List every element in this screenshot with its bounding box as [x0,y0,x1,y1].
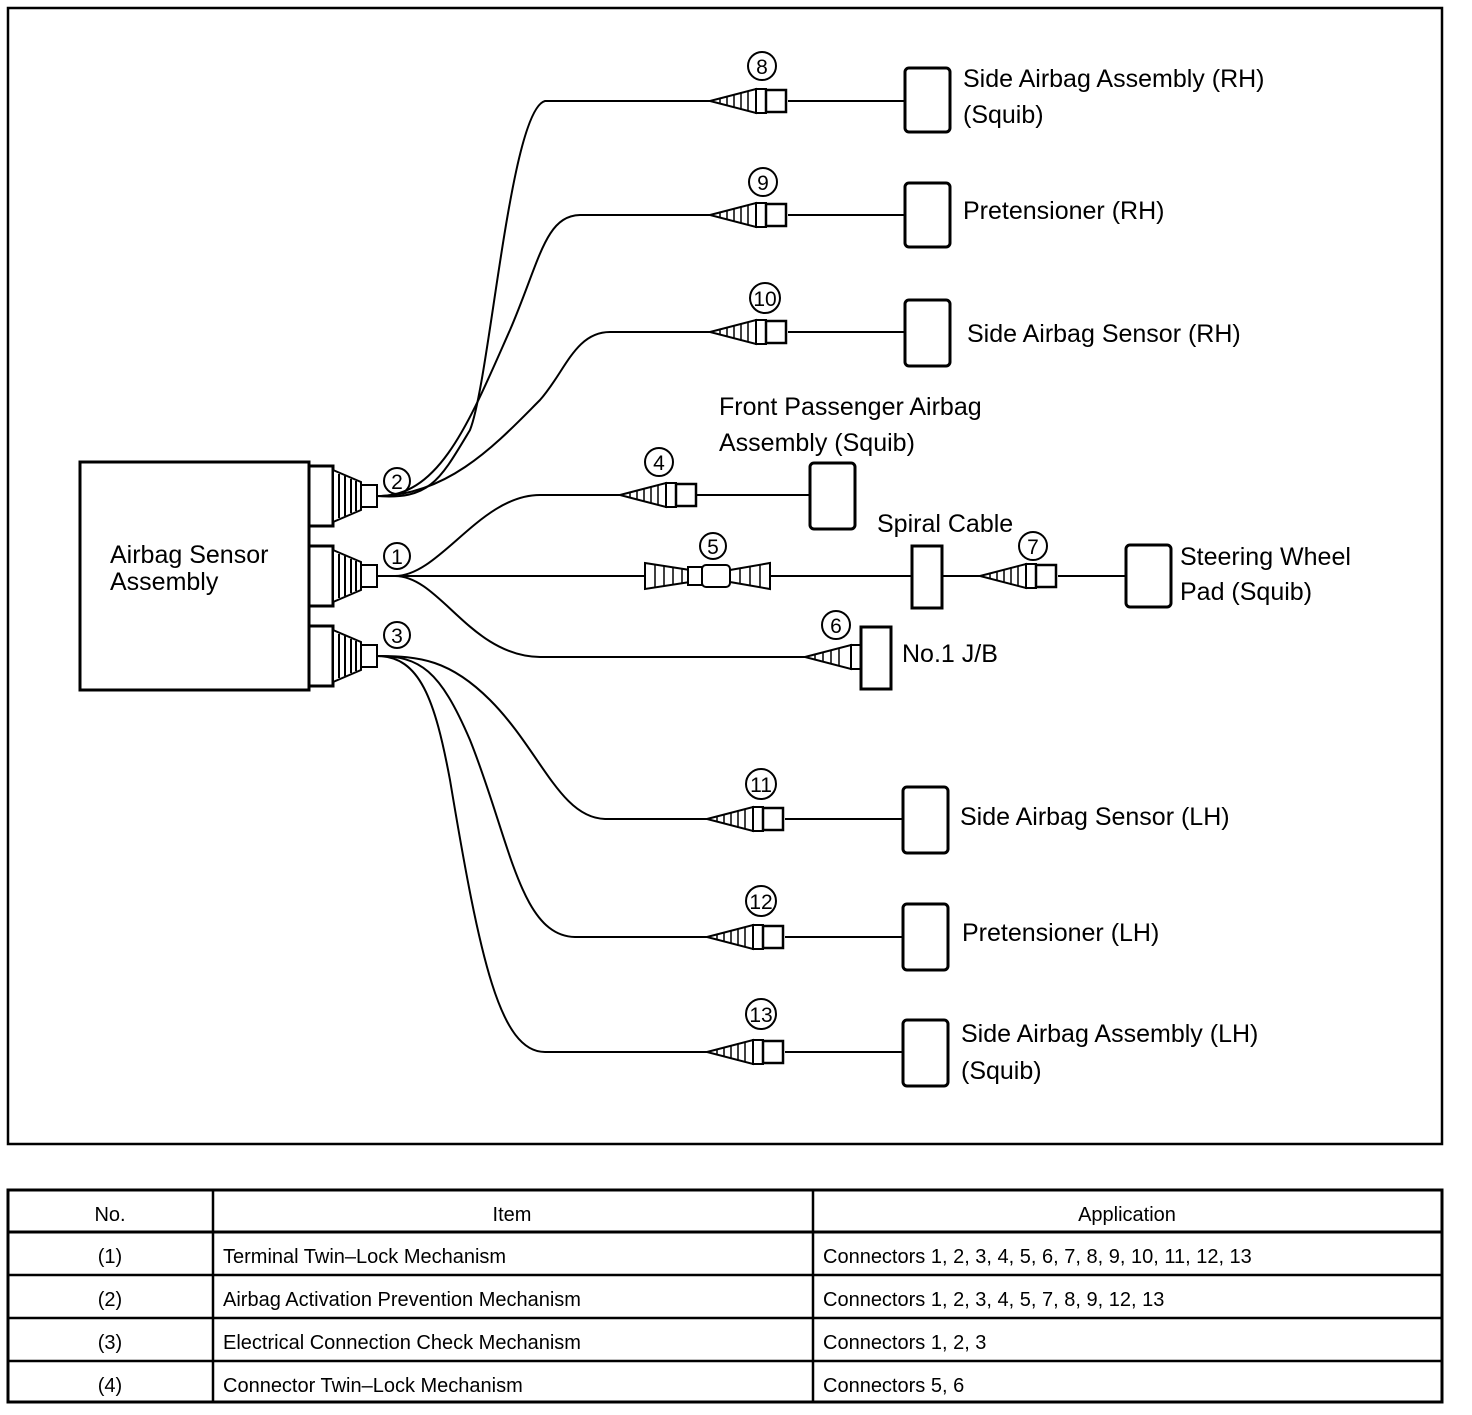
front-passenger-label-1: Front Passenger Airbag [719,393,982,421]
side-airbag-lh-box [901,1018,950,1088]
side-sensor-rh-label: Side Airbag Sensor (RH) [967,320,1241,348]
connector-number-7: 7 [1027,536,1039,559]
side-sensor-lh-box [901,785,950,855]
table-row-3-item: Electrical Connection Check Mechanism [223,1332,581,1354]
side-airbag-lh-label-1: Side Airbag Assembly (LH) [961,1020,1258,1048]
connector-number-2: 2 [391,471,403,494]
spiral-cable-label: Spiral Cable [877,510,1013,538]
front-passenger-label-2: Assembly (Squib) [719,429,915,457]
connector-number-13-ring [745,998,777,1030]
connector-number-4: 4 [653,452,665,475]
side-airbag-rh-label-2: (Squib) [963,101,1044,129]
connector-number-1-ring [383,542,411,570]
side-sensor-lh-label: Side Airbag Sensor (LH) [960,803,1230,831]
connector-5 [644,561,771,591]
table-row-3-no: (3) [98,1332,122,1354]
connector-number-8: 8 [756,56,768,79]
pretensioner-rh-box [903,181,952,249]
connector-7 [978,562,1058,590]
table-row-4-application: Connectors 5, 6 [823,1375,964,1397]
pretensioner-lh-box [901,902,950,972]
connector-number-6-ring [821,610,851,640]
connector-9 [708,201,788,229]
connector-number-5-ring [699,532,727,560]
pretensioner-lh-label: Pretensioner (LH) [962,919,1159,947]
table-row-1-item: Terminal Twin–Lock Mechanism [223,1246,506,1268]
connector-number-6: 6 [830,615,842,638]
connector-number-5: 5 [707,536,719,559]
connector-11 [705,805,785,833]
connector-number-12-ring [745,885,777,917]
table-row-2-no: (2) [98,1289,122,1311]
front-passenger-airbag-box [808,461,857,531]
side-airbag-lh-label-2: (Squib) [961,1057,1042,1085]
steering-wheel-label-1: Steering Wheel [1180,543,1351,571]
connector-number-3-ring [383,621,411,649]
table-header-application: Application [1078,1204,1176,1226]
sensor-label-line1: Airbag Sensor [110,541,268,569]
table-row-2-item: Airbag Activation Prevention Mechanism [223,1289,581,1311]
side-airbag-rh-box [903,66,952,134]
table-row-3-application: Connectors 1, 2, 3 [823,1332,986,1354]
connector-number-12: 12 [749,891,772,914]
steering-wheel-label-2: Pad (Squib) [1180,578,1312,606]
connector-12 [705,923,785,951]
mechanism-table: No. Item Application (1) Terminal Twin–L… [6,1188,1444,1404]
side-sensor-rh-box [903,298,952,368]
airbag-sensor-box [78,460,311,692]
table-row-1-no: (1) [98,1246,122,1268]
table-header-no: No. [94,1204,125,1226]
connector-6 [801,625,893,691]
side-airbag-rh-label-1: Side Airbag Assembly (RH) [963,65,1265,93]
steering-wheel-pad-box [1124,543,1173,609]
table-row-2-application: Connectors 1, 2, 3, 4, 5, 7, 8, 9, 12, 1… [823,1289,1164,1311]
connector-number-10-ring [749,282,781,314]
connector-number-10: 10 [753,288,776,311]
diagram-frame [6,6,1444,1146]
table-row-1-application: Connectors 1, 2, 3, 4, 5, 6, 7, 8, 9, 10… [823,1246,1252,1268]
table-header-item: Item [493,1204,532,1226]
spiral-cable-box [910,544,944,610]
connector-4 [618,481,698,509]
connector-number-1: 1 [391,546,403,569]
sensor-connector-2 [307,464,379,528]
table-row-4-item: Connector Twin–Lock Mechanism [223,1375,523,1397]
connector-number-11-ring [745,768,777,800]
connector-number-4-ring [644,447,674,477]
connector-13 [705,1038,785,1066]
jb-label: No.1 J/B [902,640,998,668]
pretensioner-rh-label: Pretensioner (RH) [963,197,1164,225]
connector-number-9: 9 [757,172,769,195]
table-row-4-no: (4) [98,1375,122,1397]
connector-8 [708,87,788,115]
sensor-label-line2: Assembly [110,568,219,596]
connector-number-7-ring [1018,531,1048,561]
connector-10 [708,318,788,346]
connector-number-9-ring [748,167,778,197]
sensor-connector-1 [307,544,379,608]
connector-number-11: 11 [750,774,772,797]
wiring-harness [376,100,1126,1053]
connector-number-8-ring [747,51,777,81]
connector-number-3: 3 [391,625,403,648]
connector-number-13: 13 [749,1004,772,1027]
sensor-connector-3 [307,624,379,688]
connector-number-2-ring [383,467,411,495]
